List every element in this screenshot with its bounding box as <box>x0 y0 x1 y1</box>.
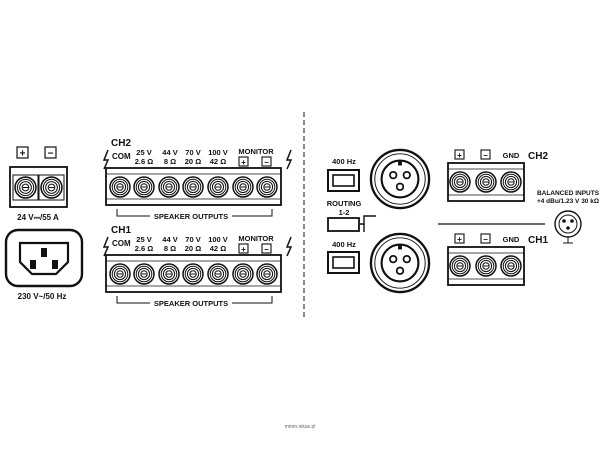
ch2-gnd-label: GND <box>503 151 520 160</box>
ch2-input-title: CH2 <box>528 151 548 162</box>
ch1-tap-100v-impedance: 42 Ω <box>210 244 226 253</box>
routing-line-upper <box>360 215 376 225</box>
ch1-filter-label: 400 Hz <box>332 240 356 249</box>
ch1-input-minus-sign: − <box>483 235 488 244</box>
ch1-speaker-terminal-screw-7[interactable] <box>256 263 278 285</box>
ac-power-label: 230 V~/50 Hz <box>18 292 67 301</box>
ch1-speaker-terminal-screw-1[interactable] <box>109 263 131 285</box>
ch2-tap-100v-voltage: 100 V <box>208 148 228 157</box>
dc-power-terminal[interactable]: + − <box>9 146 68 208</box>
ch1-input-terminal-screw-1[interactable] <box>449 255 471 277</box>
ch1-speaker-terminal-group: CH1 COM 25 V 2.6 Ω 44 V 8 Ω 70 V 20 Ω 10… <box>102 225 293 308</box>
routing-sublabel: 1-2 <box>339 208 350 217</box>
ch2-speaker-terminal-screw-1[interactable] <box>109 176 131 198</box>
ac-power-inlet[interactable] <box>4 228 84 288</box>
ch2-tap-44v-impedance: 8 Ω <box>164 157 176 166</box>
ch1-gnd-label: GND <box>503 235 520 244</box>
ch2-xlr-input[interactable] <box>369 148 431 210</box>
dc-plus-sign: + <box>20 149 26 160</box>
ch2-400hz-filter-switch[interactable] <box>327 169 360 192</box>
input-section: 400 Hz ROUTING 1-2 400 Hz + − GND CH2 <box>327 148 600 294</box>
ch2-input-terminal[interactable] <box>447 162 525 202</box>
ch1-input-title: CH1 <box>528 235 548 246</box>
ch1-monitor-plus-sign: + <box>241 245 246 254</box>
ch2-monitor-warning-icon <box>285 149 293 170</box>
ch1-output-labels: 25 V 2.6 Ω 44 V 8 Ω 70 V 20 Ω 100 V 42 Ω <box>135 235 228 253</box>
ch2-speaker-terminal-screw-5[interactable] <box>207 176 229 198</box>
ch2-input-terminal-screw-2[interactable] <box>475 171 497 193</box>
ch1-com-label: COM <box>112 239 131 248</box>
ch1-tap-44v-voltage: 44 V <box>162 235 177 244</box>
balanced-inputs-title: BALANCED INPUTS <box>537 190 600 197</box>
ch1-tap-100v-voltage: 100 V <box>208 235 228 244</box>
dc-minus-sign: − <box>48 149 54 160</box>
ch1-monitor-minus-sign: − <box>264 245 269 254</box>
ch2-monitor-plus-sign: + <box>241 158 246 167</box>
ch2-speaker-terminal-screw-2[interactable] <box>133 176 155 198</box>
ch2-input-terminal-screw-3[interactable] <box>500 171 522 193</box>
ch1-400hz-filter-switch[interactable] <box>327 251 360 274</box>
ch2-input-minus-sign: − <box>483 151 488 160</box>
ch1-input-terminal[interactable] <box>447 246 525 286</box>
ch2-speaker-terminal-screw-6[interactable] <box>232 176 254 198</box>
ch1-input-terminal-screw-3[interactable] <box>500 255 522 277</box>
ch2-output-labels: 25 V 2.6 Ω 44 V 8 Ω 70 V 20 Ω 100 V 42 Ω <box>135 148 228 166</box>
ch2-title: CH2 <box>111 138 131 149</box>
ch1-speaker-outputs-label: SPEAKER OUTPUTS <box>154 299 228 308</box>
ch2-input-terminal-screw-1[interactable] <box>449 171 471 193</box>
ch2-speaker-terminal-screw-3[interactable] <box>158 176 180 198</box>
watermark: mmm.inkas.pl <box>284 424 316 430</box>
ch1-title: CH1 <box>111 225 131 236</box>
ch1-xlr-input[interactable] <box>369 232 431 294</box>
ch2-speaker-terminal-group: CH2 COM 25 V 2.6 Ω 44 V 8 Ω 70 V 20 Ω 10… <box>102 138 293 221</box>
routing-switch[interactable] <box>327 217 360 232</box>
ch1-tap-44v-impedance: 8 Ω <box>164 244 176 253</box>
ch1-tap-70v-impedance: 20 Ω <box>185 244 201 253</box>
balanced-inputs-spec: +4 dBu/1.23 V 30 kΩ <box>537 198 599 205</box>
ch2-speaker-terminal-screw-7[interactable] <box>256 176 278 198</box>
ch2-com-label: COM <box>112 152 131 161</box>
ch1-tap-25v-impedance: 2.6 Ω <box>135 244 154 253</box>
ch1-input-terminal-screw-2[interactable] <box>475 255 497 277</box>
ch2-tap-100v-impedance: 42 Ω <box>210 157 226 166</box>
ch2-tap-25v-voltage: 25 V <box>136 148 151 157</box>
ch2-input-plus-sign: + <box>457 151 462 160</box>
ch2-monitor-minus-sign: − <box>264 158 269 167</box>
ch1-monitor-warning-icon <box>285 236 293 257</box>
ch1-speaker-terminal-screw-2[interactable] <box>133 263 155 285</box>
ch1-tap-70v-voltage: 70 V <box>185 235 200 244</box>
ch1-terminal-strip[interactable] <box>105 254 282 293</box>
ch2-speaker-terminal-screw-4[interactable] <box>182 176 204 198</box>
ch1-monitor-label: MONITOR <box>238 234 274 243</box>
ch2-tap-70v-impedance: 20 Ω <box>185 157 201 166</box>
ch1-speaker-terminal-screw-5[interactable] <box>207 263 229 285</box>
xlr-pinout-icon <box>554 210 582 244</box>
ch2-speaker-outputs-label: SPEAKER OUTPUTS <box>154 212 228 221</box>
ch2-tap-25v-impedance: 2.6 Ω <box>135 157 154 166</box>
ch1-speaker-terminal-screw-6[interactable] <box>232 263 254 285</box>
ch1-input-plus-sign: + <box>457 235 462 244</box>
ch2-monitor-label: MONITOR <box>238 147 274 156</box>
ch2-terminal-strip[interactable] <box>105 167 282 206</box>
ch1-speaker-terminal-screw-4[interactable] <box>182 263 204 285</box>
dc-screw-plus[interactable] <box>14 176 37 199</box>
dc-power-label: 24 V⎓/55 A <box>17 213 59 222</box>
ch2-tap-44v-voltage: 44 V <box>162 148 177 157</box>
ch2-filter-label: 400 Hz <box>332 157 356 166</box>
ch1-tap-25v-voltage: 25 V <box>136 235 151 244</box>
ch2-tap-70v-voltage: 70 V <box>185 148 200 157</box>
ch2-com-warning-icon <box>102 149 110 170</box>
ch1-speaker-terminal-screw-3[interactable] <box>158 263 180 285</box>
dc-screw-minus[interactable] <box>40 176 63 199</box>
routing-label: ROUTING <box>327 199 362 208</box>
ch1-com-warning-icon <box>102 236 110 257</box>
